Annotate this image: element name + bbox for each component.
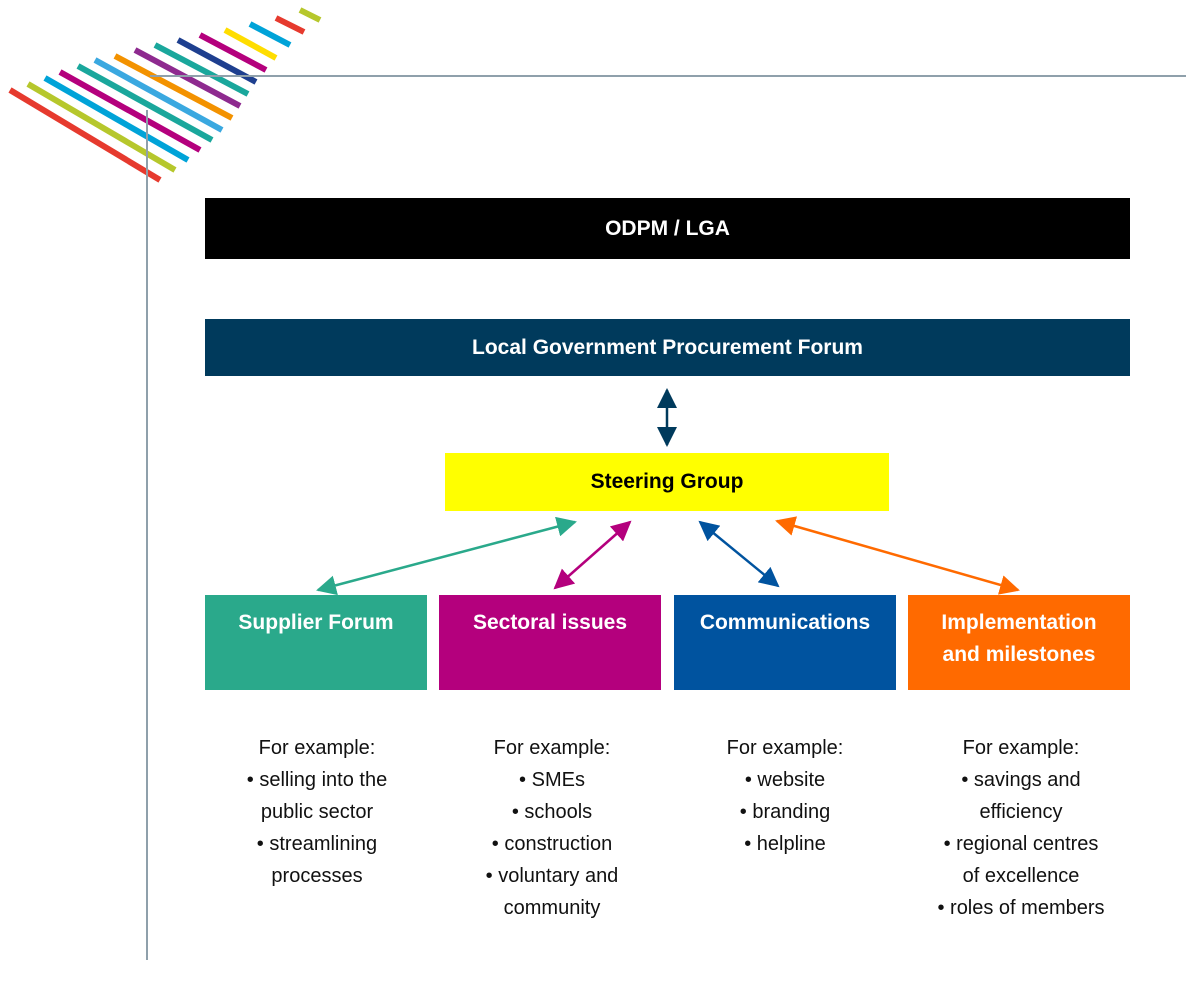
examples-sectoral-issues: For example: • SMEs • schools • construc… (437, 732, 667, 924)
example-line: • SMEs (519, 769, 585, 791)
arrow-steering-implementation (775, 516, 1020, 595)
stripe-cyan-2 (248, 21, 292, 48)
arrow-steering-supplier (316, 516, 577, 596)
odpm-lga-box: ODPM / LGA (205, 198, 1130, 259)
stripe-red (8, 87, 162, 183)
steering-group-label: Steering Group (590, 470, 744, 494)
example-line: • construction (491, 833, 613, 855)
example-line: • voluntary and (485, 865, 619, 887)
implementation-label: Implementation and milestones (941, 611, 1097, 666)
example-line: For example: (962, 737, 1080, 759)
communications-box: Communications (674, 595, 896, 690)
example-line: For example: (726, 737, 844, 759)
examples-implementation: For example: • savings and efficiency • … (906, 732, 1136, 924)
stripe-red-2 (274, 15, 306, 35)
steering-group-box: Steering Group (445, 453, 889, 511)
example-line: • helpline (744, 833, 826, 855)
stripes-logo (8, 7, 322, 183)
sectoral-issues-box: Sectoral issues (439, 595, 661, 690)
example-line: processes (271, 865, 363, 887)
stripe-magenta (58, 69, 202, 153)
stripe-purple (133, 47, 242, 109)
stripe-cyan (43, 75, 190, 163)
frame-horizontal-rule (150, 75, 1186, 77)
arrow-steering-sectoral (553, 520, 632, 590)
stripe-lime-2 (298, 7, 322, 23)
sectoral-issues-label: Sectoral issues (472, 611, 628, 634)
stripe-yellow (223, 27, 278, 61)
example-line: • streamlining (256, 833, 378, 855)
stripe-magenta-2 (198, 32, 268, 73)
example-line: • branding (739, 801, 831, 823)
examples-supplier-forum: For example: • selling into the public s… (202, 732, 432, 892)
example-line: public sector (260, 801, 374, 823)
example-line: efficiency (979, 801, 1063, 823)
example-line: • website (744, 769, 826, 791)
stripe-lime (26, 81, 177, 173)
supplier-forum-label: Supplier Forum (238, 611, 394, 634)
example-line: For example: (493, 737, 611, 759)
example-line: For example: (258, 737, 376, 759)
frame-vertical-rule (146, 110, 148, 960)
arrow-steering-communications (698, 520, 780, 588)
implementation-box: Implementation and milestones (908, 595, 1130, 690)
odpm-lga-label: ODPM / LGA (605, 216, 730, 240)
procurement-forum-box: Local Government Procurement Forum (205, 319, 1130, 376)
example-line: community (503, 897, 601, 919)
examples-communications: For example: • website • branding • help… (670, 732, 900, 860)
stripe-teal (76, 63, 214, 143)
example-line: • roles of members (937, 897, 1105, 919)
example-line: of excellence (962, 865, 1080, 887)
example-line: • schools (511, 801, 593, 823)
procurement-forum-label: Local Government Procurement Forum (472, 335, 863, 359)
example-line: • regional centres (943, 833, 1099, 855)
communications-label: Communications (699, 611, 871, 634)
stripe-teal-2 (153, 42, 250, 97)
stripe-blue (93, 57, 224, 133)
example-line: • selling into the (246, 769, 388, 791)
supplier-forum-box: Supplier Forum (205, 595, 427, 690)
stripe-orange (113, 53, 234, 121)
example-line: • savings and (961, 769, 1081, 791)
